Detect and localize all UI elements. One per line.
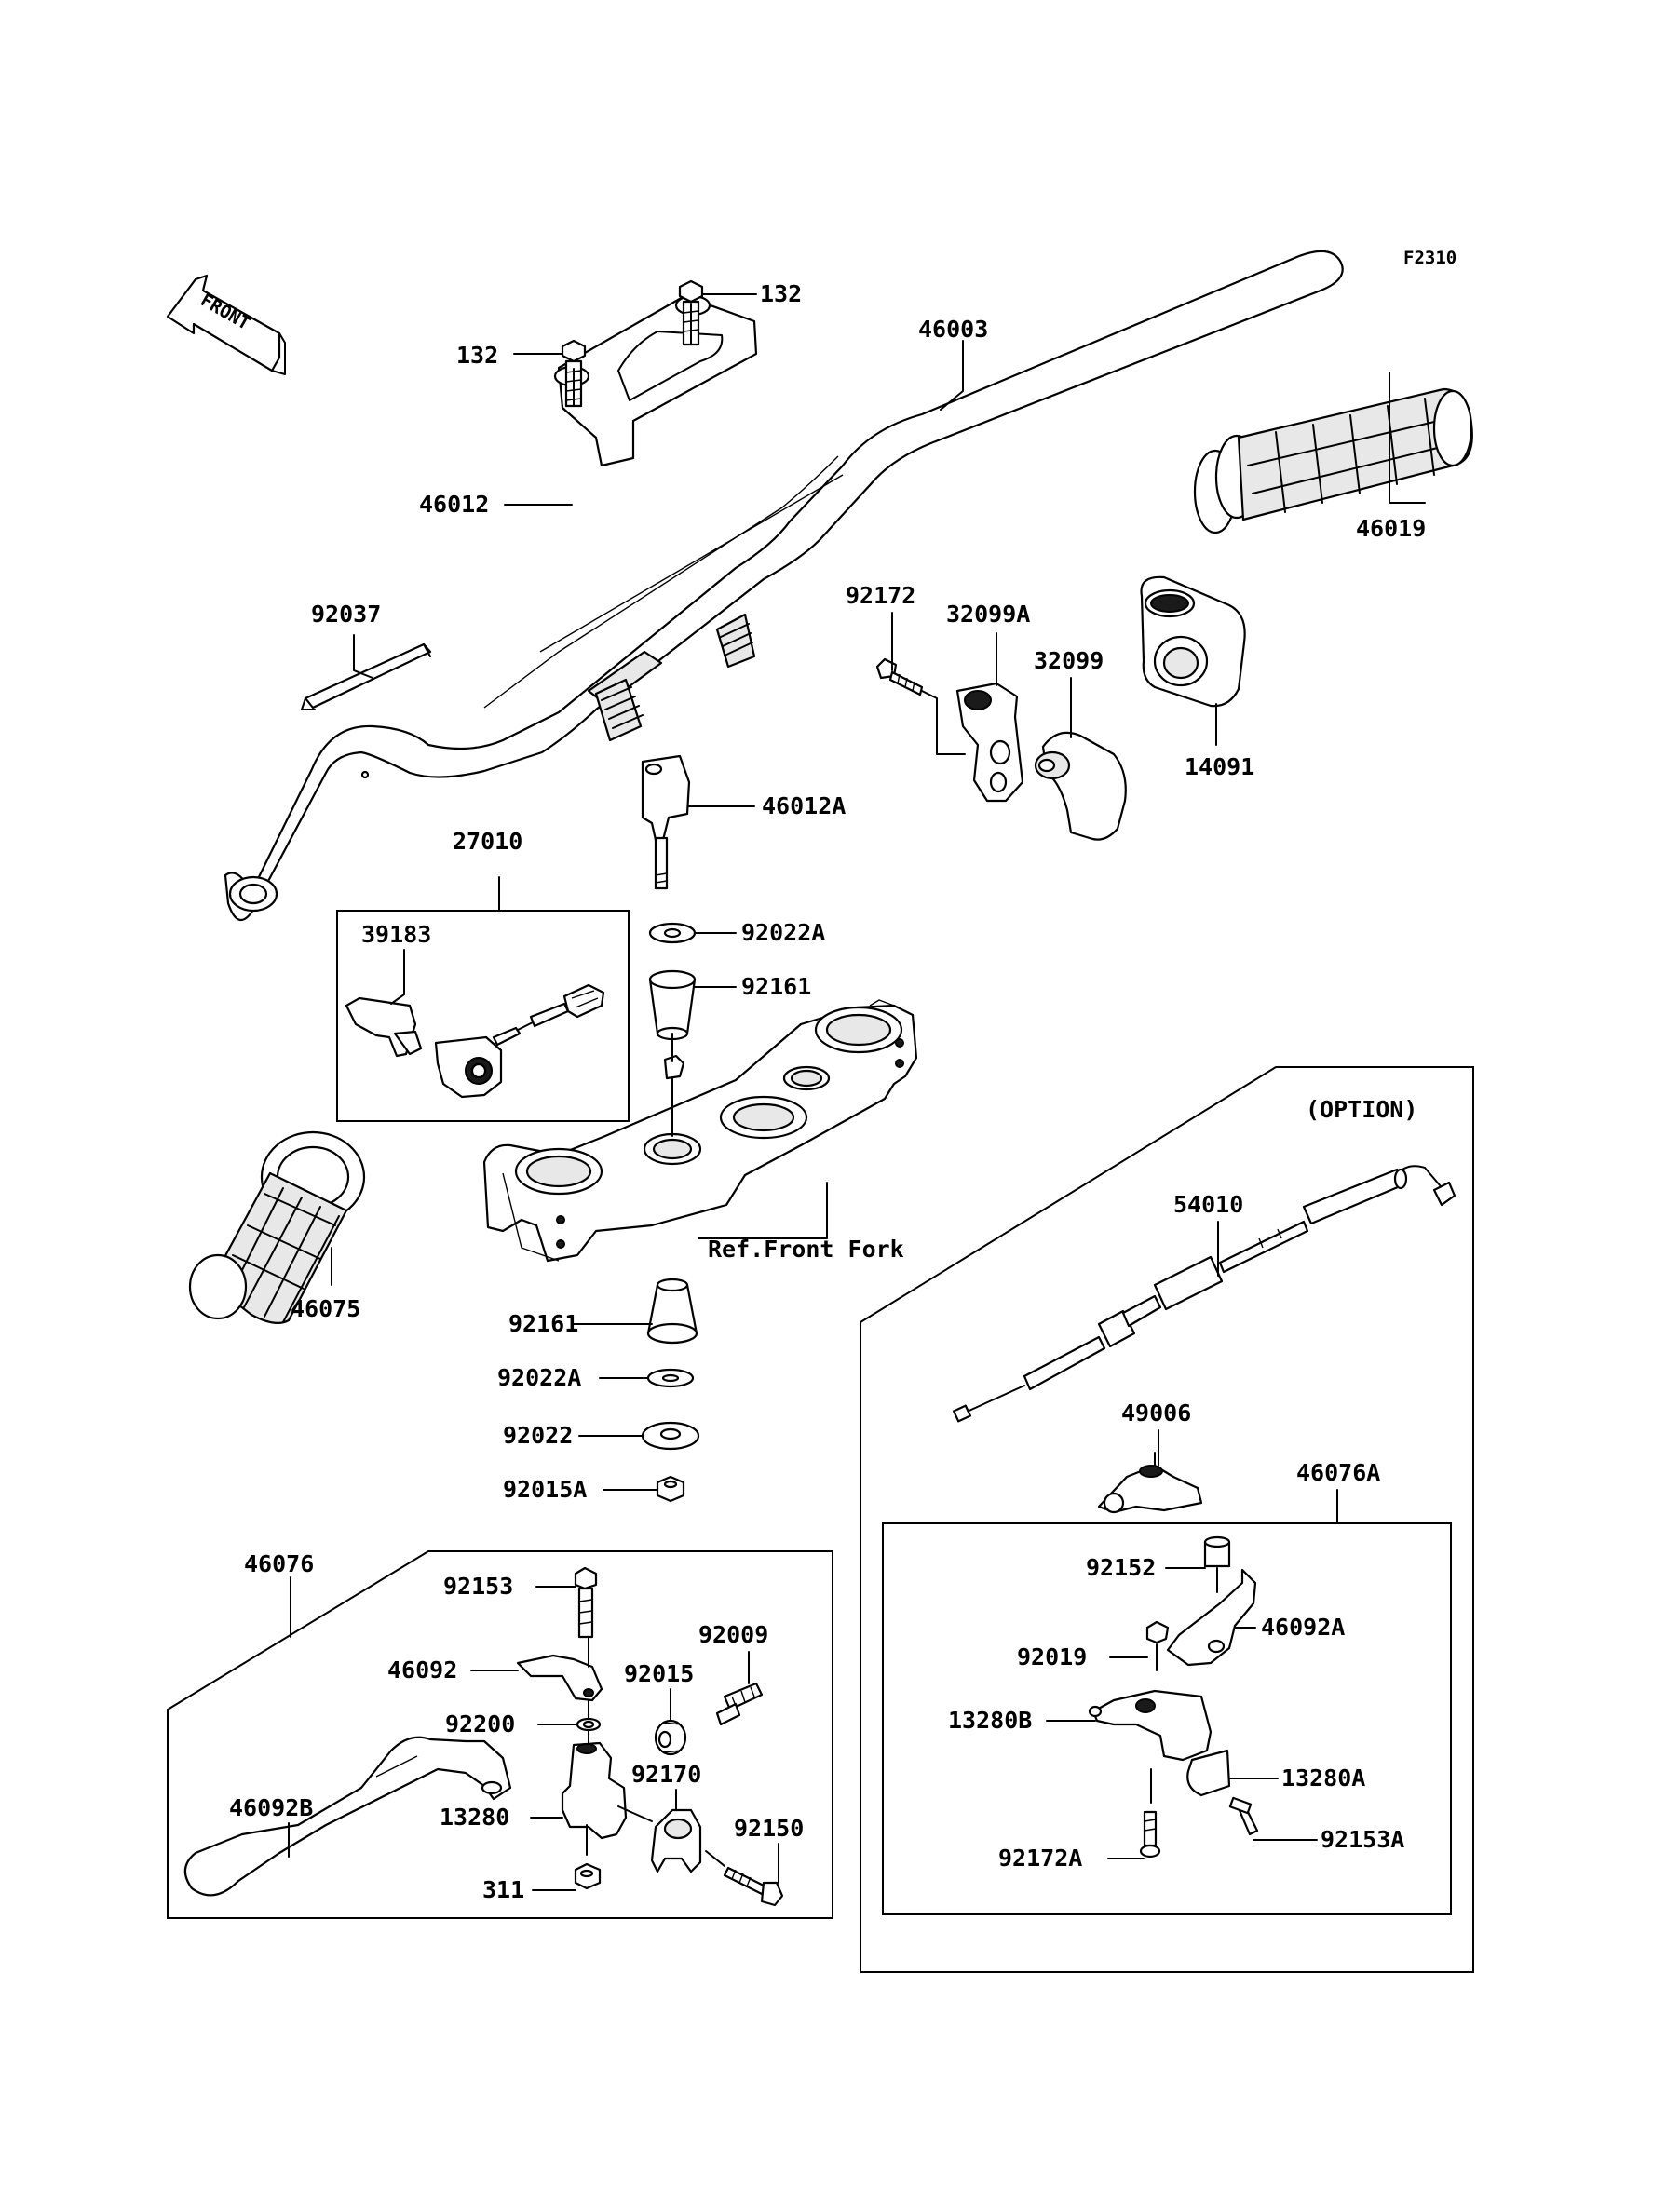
label-92150: 92150 xyxy=(734,1815,804,1842)
label-92200: 92200 xyxy=(445,1710,515,1738)
clutch-lever-assembly-box xyxy=(882,1522,1452,1915)
label-13280: 13280 xyxy=(440,1804,509,1831)
screw-92172-part xyxy=(875,657,924,696)
label-92022A-bottom: 92022A xyxy=(497,1364,581,1391)
switch-assembly-box xyxy=(336,910,630,1122)
option-label: (OPTION) xyxy=(1306,1096,1417,1123)
label-39183: 39183 xyxy=(361,921,431,948)
label-92170: 92170 xyxy=(631,1761,701,1788)
label-13280B: 13280B xyxy=(948,1707,1032,1734)
label-46092A: 46092A xyxy=(1261,1614,1345,1641)
label-27010: 27010 xyxy=(453,828,522,855)
label-92019: 92019 xyxy=(1017,1643,1087,1670)
label-92022A-top: 92022A xyxy=(741,919,825,946)
callout-labels: 132 132 46003 46012 46019 92037 92172 32… xyxy=(229,280,1426,1903)
label-92009: 92009 xyxy=(698,1621,768,1648)
label-92152: 92152 xyxy=(1086,1554,1156,1581)
handlebar-clamp-lower-part xyxy=(641,754,691,890)
washer-92022 xyxy=(641,1421,700,1451)
label-46092: 46092 xyxy=(387,1656,457,1683)
label-92015: 92015 xyxy=(624,1660,694,1687)
label-46092B: 46092B xyxy=(229,1794,313,1821)
damper-92161-top xyxy=(648,969,697,1041)
throttle-cover-part xyxy=(1140,575,1246,708)
label-92037: 92037 xyxy=(311,601,381,628)
label-32099: 32099 xyxy=(1034,647,1104,674)
figure-code: F2310 xyxy=(1403,248,1456,268)
handlebar-clamp-upper-part xyxy=(553,294,758,467)
label-46012A: 46012A xyxy=(762,792,846,819)
clutch-cable-part xyxy=(953,1165,1456,1423)
label-132-right: 132 xyxy=(760,280,802,307)
hot-start-lever-part xyxy=(1088,1535,1259,1859)
label-13280A: 13280A xyxy=(1281,1765,1365,1792)
label-92161-top: 92161 xyxy=(741,973,811,1000)
label-92022: 92022 xyxy=(503,1422,573,1449)
label-46003: 46003 xyxy=(918,316,988,343)
left-grip-part xyxy=(188,1130,366,1325)
right-grip-part xyxy=(1193,387,1473,534)
label-92153A: 92153A xyxy=(1321,1826,1404,1853)
throttle-housing-part xyxy=(955,682,1127,841)
label-92015A: 92015A xyxy=(503,1476,587,1503)
label-46075: 46075 xyxy=(291,1295,360,1322)
label-311: 311 xyxy=(482,1876,524,1903)
label-92172: 92172 xyxy=(846,582,915,609)
bolt-132-right xyxy=(678,279,704,346)
handlebar-part xyxy=(224,250,1344,922)
label-46012: 46012 xyxy=(419,491,489,518)
label-46076A: 46076A xyxy=(1296,1459,1380,1486)
option-box xyxy=(860,1066,1474,1973)
label-92161-bottom: 92161 xyxy=(508,1310,578,1337)
switch-part xyxy=(434,983,605,1099)
damper-92161-bottom xyxy=(646,1278,698,1345)
label-14091: 14091 xyxy=(1185,753,1254,780)
label-49006: 49006 xyxy=(1121,1399,1191,1427)
label-46076: 46076 xyxy=(244,1550,314,1577)
label-46019: 46019 xyxy=(1356,515,1426,542)
cable-holder-part xyxy=(301,642,432,710)
clutch-lever-part xyxy=(183,1566,784,1907)
label-132-left: 132 xyxy=(456,342,498,369)
switch-clamp-part xyxy=(345,996,423,1058)
label-92172A: 92172A xyxy=(998,1845,1082,1872)
front-fork-clamp-part xyxy=(482,999,918,1263)
leader-lines xyxy=(288,293,1426,1891)
front-arrow-icon: FRONT xyxy=(166,274,286,375)
label-32099A: 32099A xyxy=(946,601,1030,628)
lever-assembly-box xyxy=(167,1550,833,1919)
label-92153: 92153 xyxy=(443,1573,513,1600)
reference-label: Ref.Front Fork xyxy=(708,1236,904,1263)
label-54010: 54010 xyxy=(1173,1191,1243,1218)
lever-cover-part xyxy=(1097,1452,1203,1514)
nut-92015A xyxy=(656,1475,685,1503)
